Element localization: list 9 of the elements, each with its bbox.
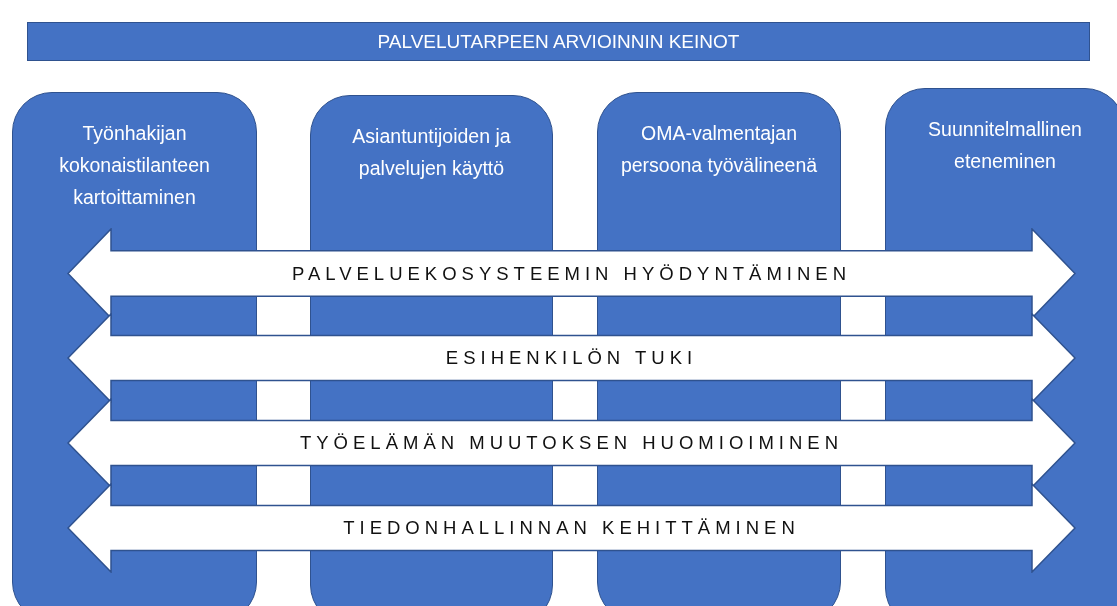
- column-heading: Suunnitelmallinen eteneminen: [927, 117, 1083, 174]
- arrow-label: TYÖELÄMÄN MUUTOKSEN HUOMIOIMINEN: [298, 432, 845, 454]
- column-heading: Työnhakijan kokonaistilanteen kartoittaminen: [58, 121, 211, 210]
- title-banner: PALVELUTARPEEN ARVIOINNIN KEINOT: [27, 22, 1090, 61]
- column-heading: OMA-valmentajan persoona työvälineenä: [619, 121, 819, 178]
- arrow-label: TIEDONHALLINNAN KEHITTÄMINEN: [342, 517, 801, 539]
- column-heading: Asiantuntijoiden ja palvelujen käyttö: [351, 124, 512, 181]
- arrow-label: PALVELUEKOSYSTEEMIN HYÖDYNTÄMINEN: [290, 262, 853, 285]
- arrow-label: ESIHENKILÖN TUKI: [444, 347, 699, 369]
